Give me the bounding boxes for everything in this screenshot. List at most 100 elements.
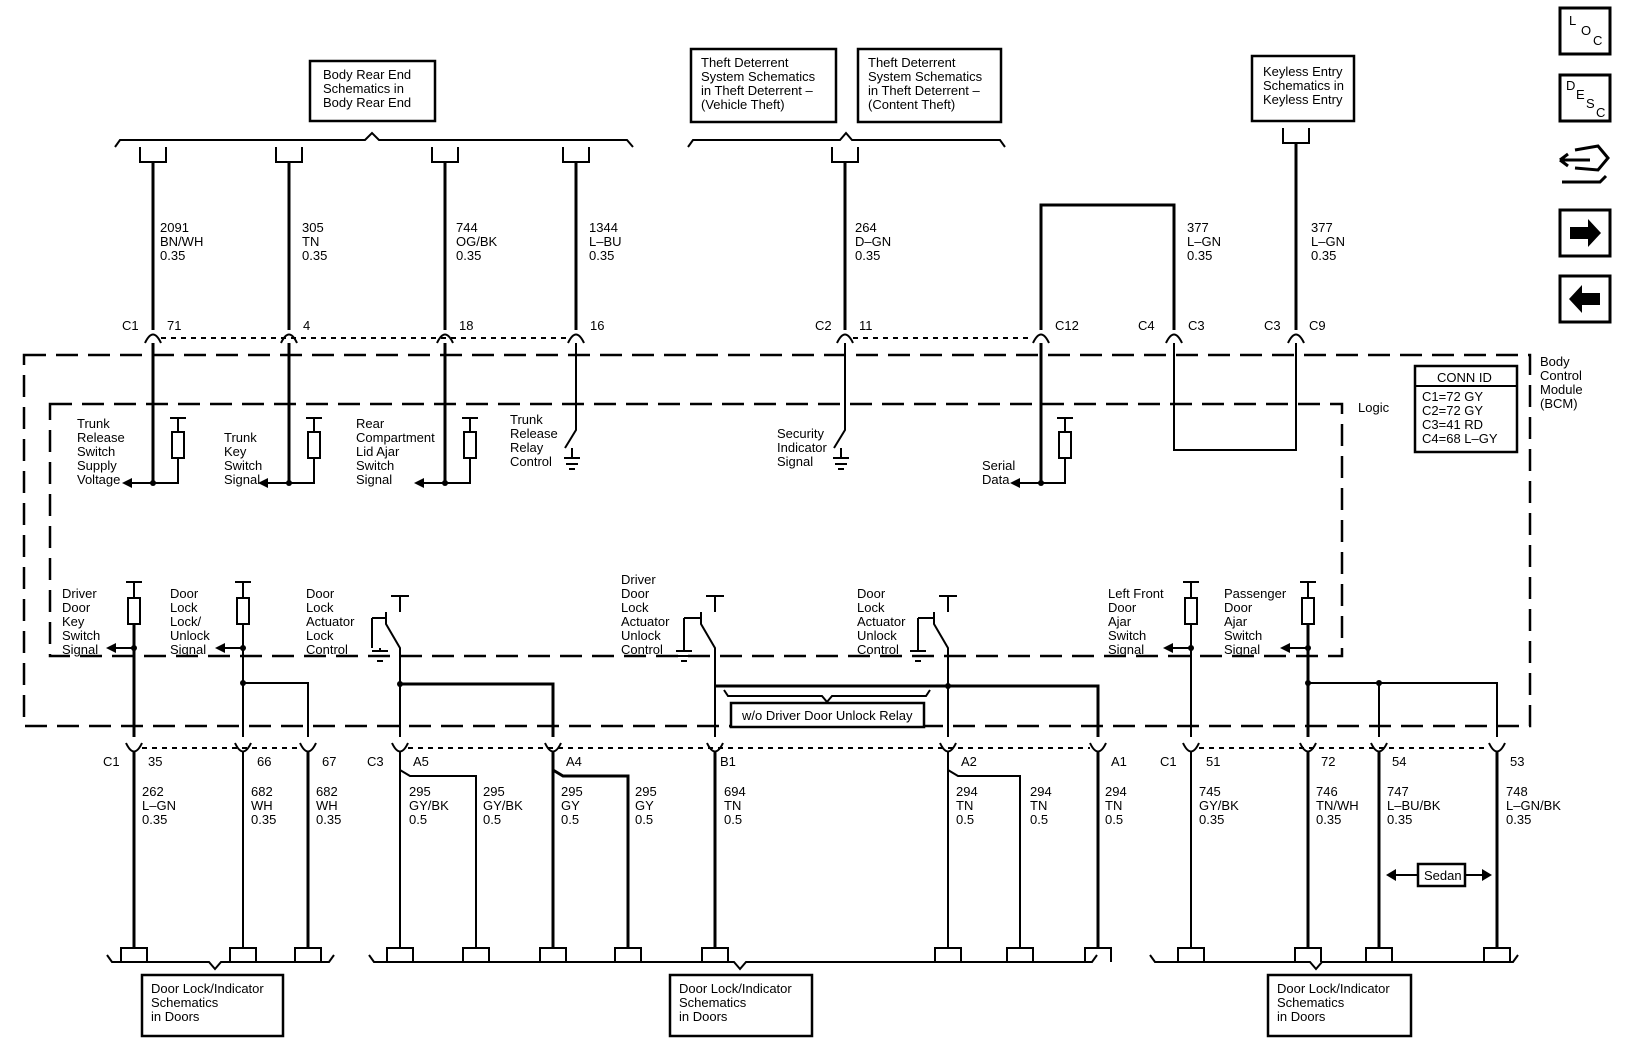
header-box-theft-content[interactable]: Theft Deterrent System Schematics in The… [856, 47, 1003, 124]
wire-circuit: 294 [1105, 784, 1127, 799]
wire-color: GY [635, 798, 654, 813]
footer-box-line: Door Lock/Indicator [151, 981, 264, 996]
desc-icon[interactable]: D E S C [1558, 73, 1612, 123]
logic-section-outline [48, 402, 1344, 658]
connector-label: C12 [1055, 318, 1079, 333]
wire-circuit: 2091 [160, 220, 189, 235]
signal-label-line: Actuator [306, 614, 355, 629]
wire-circuit: 682 [251, 784, 273, 799]
wire-gauge: 0.5 [409, 812, 427, 827]
signal-label-line: Security [777, 426, 824, 441]
signal-label-line: Signal [777, 454, 813, 469]
header-box-body-rear-end[interactable]: Body Rear End Schematics in Body Rear En… [308, 59, 437, 123]
pin-label: 35 [148, 754, 162, 769]
pin-label: 51 [1206, 754, 1220, 769]
signal-label-line: Door [1224, 600, 1253, 615]
signal-label-line: Lock [621, 600, 649, 615]
wire-circuit: 1344 [589, 220, 618, 235]
bcm-module-outline [22, 353, 1532, 728]
wire-gauge: 0.35 [1316, 812, 1341, 827]
pin-label: 71 [167, 318, 181, 333]
bottom-signal-label-2: Door Lock Actuator Lock Control [306, 586, 355, 657]
loc-letter: O [1581, 23, 1591, 38]
signal-label-line: Unlock [621, 628, 661, 643]
previous-arrow-icon[interactable] [1558, 274, 1612, 324]
pin-label: A1 [1111, 754, 1127, 769]
wire-gauge: 0.35 [251, 812, 276, 827]
header-box-line: (Content Theft) [868, 97, 955, 112]
internal-bottom-circuits [106, 581, 1498, 737]
footer-box-doors-mid[interactable]: Door Lock/Indicator Schematics in Doors [668, 973, 814, 1038]
wire-color: GY/BK [483, 798, 523, 813]
top-wire-label-3: 1344 L–BU 0.35 [589, 220, 622, 263]
pin-label: 66 [257, 754, 271, 769]
header-box-line: Theft Deterrent [701, 55, 789, 70]
footer-box-line: Door Lock/Indicator [1277, 981, 1390, 996]
conn-id-table[interactable]: CONN ID C1=72 GY C2=72 GY C3=41 RD C4=68… [1413, 364, 1519, 454]
bottom-wire-labels: 262 L–GN 0.35 682 WH 0.35 682 WH 0.35 29… [142, 784, 1561, 827]
connector-label: C1 [1160, 754, 1177, 769]
wire-color: GY/BK [409, 798, 449, 813]
option-label-box[interactable]: w/o Driver Door Unlock Relay [729, 701, 926, 729]
header-box-theft-vehicle[interactable]: Theft Deterrent System Schematics in The… [689, 47, 838, 124]
wire-gauge: 0.35 [1199, 812, 1224, 827]
top-connector-stubs [139, 128, 1310, 163]
signal-label-line: Signal [1224, 642, 1260, 657]
pin-label: A4 [566, 754, 582, 769]
signal-label-line: Actuator [621, 614, 670, 629]
bottom-signal-label-4: Door Lock Actuator Unlock Control [857, 586, 906, 657]
signal-label-line: Control [621, 642, 663, 657]
wire-color: L–GN [142, 798, 176, 813]
header-box-line: System Schematics [701, 69, 816, 84]
header-box-keyless-entry[interactable]: Keyless Entry Schematics in Keyless Entr… [1250, 54, 1356, 123]
signal-label-line: Door [1108, 600, 1137, 615]
loc-letter: L [1569, 13, 1576, 28]
header-box-line: Body Rear End [323, 95, 411, 110]
wire-gauge: 0.35 [1311, 248, 1336, 263]
top-wire-label-4: 264 D–GN 0.35 [855, 220, 891, 263]
signal-label-line: Signal [1108, 642, 1144, 657]
option-label: w/o Driver Door Unlock Relay [741, 708, 913, 723]
footer-box-doors-left[interactable]: Door Lock/Indicator Schematics in Doors [140, 973, 285, 1038]
brace-doors-mid [368, 954, 1098, 971]
wire-circuit: 744 [456, 220, 478, 235]
wire-color: L–GN/BK [1506, 798, 1561, 813]
pin-label: 16 [590, 318, 604, 333]
wire-gauge: 0.5 [956, 812, 974, 827]
wire-gauge: 0.35 [1187, 248, 1212, 263]
top-wire-label-1: 305 TN 0.35 [302, 220, 327, 263]
top-wires [151, 143, 1298, 330]
option-brace [723, 689, 931, 704]
header-box-line: Theft Deterrent [868, 55, 956, 70]
sedan-range-marker[interactable]: Sedan [1386, 862, 1492, 888]
signal-label-line: Lid Ajar [356, 444, 400, 459]
signal-label-line: Voltage [77, 472, 120, 487]
signal-label-line: Compartment [356, 430, 435, 445]
wire-circuit: 295 [635, 784, 657, 799]
signal-label-line: Unlock [170, 628, 210, 643]
bottom-signal-label-6: Passenger Door Ajar Switch Signal [1224, 586, 1287, 657]
bottom-connector-stubs [120, 947, 1511, 962]
desc-letter: E [1576, 87, 1585, 102]
pin-label: A2 [961, 754, 977, 769]
wire-circuit: 264 [855, 220, 877, 235]
next-arrow-icon[interactable] [1558, 208, 1612, 258]
signal-label-line: Switch [1224, 628, 1262, 643]
wire-color: GY/BK [1199, 798, 1239, 813]
wire-color: L–BU [589, 234, 622, 249]
loc-icon[interactable]: L O C [1558, 6, 1612, 56]
connector-harness-icon[interactable] [1559, 144, 1610, 184]
top-wire-label-6: 377 L–GN 0.35 [1311, 220, 1345, 263]
wire-circuit: 295 [561, 784, 583, 799]
footer-box-doors-right[interactable]: Door Lock/Indicator Schematics in Doors [1266, 973, 1413, 1038]
wire-color: D–GN [855, 234, 891, 249]
desc-letter: C [1596, 105, 1605, 120]
footer-box-line: in Doors [679, 1009, 728, 1024]
wire-color: L–GN [1187, 234, 1221, 249]
wire-color: GY [561, 798, 580, 813]
header-box-line: in Theft Deterrent – [701, 83, 814, 98]
signal-label-line: Control [857, 642, 899, 657]
top-wire-label-0: 2091 BN/WH 0.35 [160, 220, 203, 263]
top-signal-label-0: Trunk Release Switch Supply Voltage [77, 416, 125, 487]
